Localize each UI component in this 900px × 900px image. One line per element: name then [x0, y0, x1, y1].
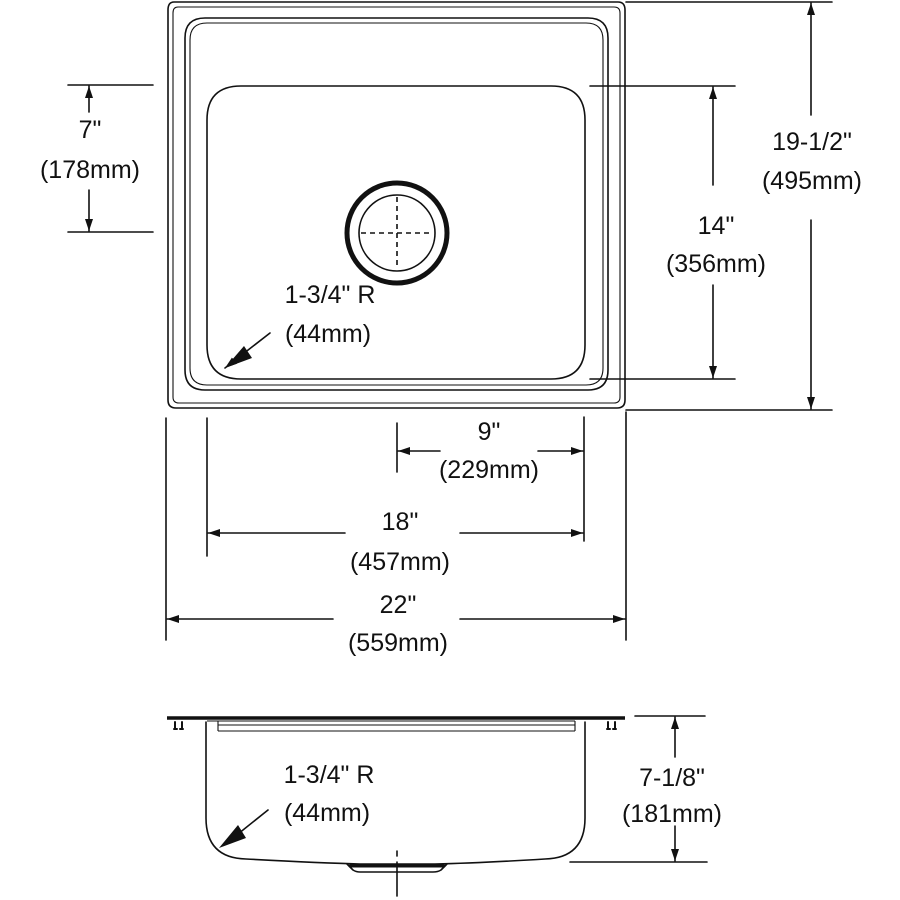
top-view: 7" (178mm) 14" (356mm) 19-1/2" (495mm) 1… [40, 1, 862, 657]
bowl-depth-inch: 14" [698, 212, 735, 240]
callout-corner-radius-top: 1-3/4" R (44mm) [224, 281, 376, 369]
left-offset-inch: 7" [79, 116, 102, 144]
bowl-width-mm: (457mm) [350, 548, 450, 576]
dimension-left-offset: 7" (178mm) [40, 84, 154, 233]
side-corner-radius-mm: (44mm) [284, 799, 370, 827]
side-view: 1-3/4" R (44mm) 7-1/8" (181mm) [167, 715, 722, 897]
dimension-drain-offset: 9" (229mm) [397, 418, 584, 484]
arrow-icon [219, 825, 246, 848]
clip-icon [173, 721, 617, 730]
left-offset-mm: (178mm) [40, 156, 140, 184]
sink-outer-rim-inner [172, 6, 621, 404]
overall-width-mm: (559mm) [348, 629, 448, 657]
corner-radius-mm: (44mm) [285, 320, 371, 348]
bowl-height-inch: 7-1/8" [639, 764, 705, 792]
drain-icon [344, 180, 450, 286]
dimension-overall-width: 22" (559mm) [166, 591, 626, 657]
dimension-overall-depth: 19-1/2" (495mm) [625, 1, 862, 411]
overall-depth-mm: (495mm) [762, 167, 862, 195]
dimension-bowl-height: 7-1/8" (181mm) [569, 715, 722, 863]
bowl-height-mm: (181mm) [622, 800, 722, 828]
drain-offset-mm: (229mm) [439, 456, 539, 484]
sink-outer-rim [167, 1, 626, 409]
dimension-bowl-depth: 14" (356mm) [589, 85, 766, 380]
sink-inner-flange [184, 17, 609, 391]
overall-width-inch: 22" [380, 591, 417, 619]
side-corner-radius-inch: 1-3/4" R [284, 761, 375, 789]
arrow-icon [225, 346, 252, 368]
side-bowl-body [205, 721, 586, 865]
drain-offset-inch: 9" [478, 418, 501, 446]
corner-radius-inch: 1-3/4" R [285, 281, 376, 309]
bowl-depth-mm: (356mm) [666, 250, 766, 278]
bowl-width-inch: 18" [382, 508, 419, 536]
dimension-bowl-width: 18" (457mm) [207, 508, 584, 576]
overall-depth-inch: 19-1/2" [772, 128, 852, 156]
sink-inner-flange-inner [189, 22, 604, 386]
sink-bowl-outline [206, 85, 586, 380]
callout-corner-radius-side: 1-3/4" R (44mm) [219, 761, 374, 848]
